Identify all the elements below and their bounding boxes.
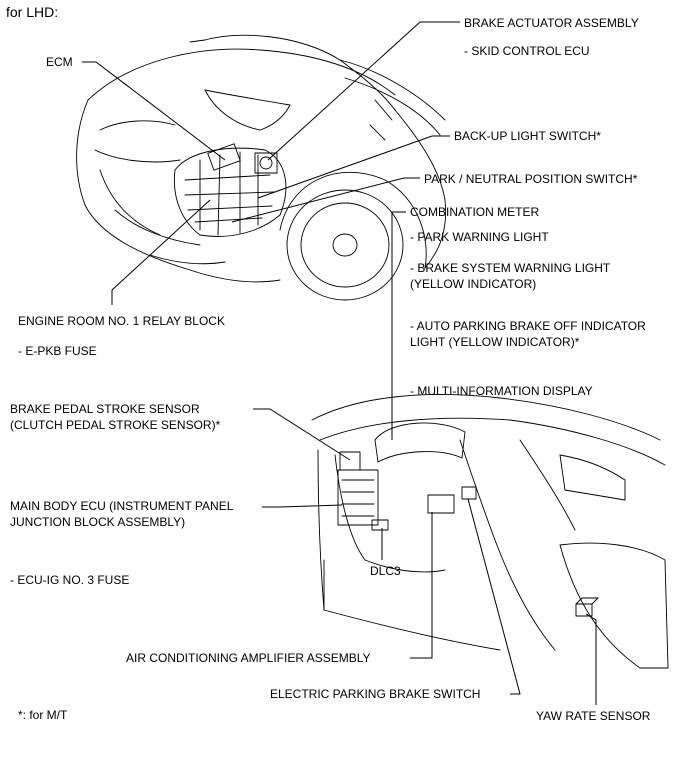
label-engine-room-relay-block: ENGINE ROOM NO. 1 RELAY BLOCK [18, 314, 225, 328]
label-main-body-ecu: MAIN BODY ECU (INSTRUMENT PANEL JUNCTION… [10, 499, 234, 529]
label-backup-light-switch: BACK-UP LIGHT SWITCH* [454, 129, 601, 143]
label-yaw-rate-sensor: YAW RATE SENSOR [536, 709, 651, 723]
label-brake-pedal-stroke-sensor: BRAKE PEDAL STROKE SENSOR (CLUTCH PEDAL … [10, 402, 221, 432]
label-ecm: ECM [46, 55, 73, 69]
label-park-warning-light: - PARK WARNING LIGHT [410, 230, 549, 244]
label-brake-system-warning-light: - BRAKE SYSTEM WARNING LIGHT (YELLOW IND… [410, 261, 611, 291]
label-electric-parking-brake-switch: ELECTRIC PARKING BRAKE SWITCH [270, 687, 481, 701]
label-multi-information-display: - MULTI-INFORMATION DISPLAY [410, 384, 593, 398]
label-air-conditioning-amplifier: AIR CONDITIONING AMPLIFIER ASSEMBLY [126, 651, 371, 665]
label-epkb-fuse: - E-PKB FUSE [18, 344, 97, 358]
label-ecu-ig-no3-fuse: - ECU-IG NO. 3 FUSE [10, 573, 130, 587]
label-auto-parking-brake-off-indicator: - AUTO PARKING BRAKE OFF INDICATOR LIGHT… [410, 319, 646, 349]
label-combination-meter: COMBINATION METER [410, 205, 540, 219]
label-skid-control-ecu: - SKID CONTROL ECU [464, 44, 590, 58]
label-park-neutral-switch: PARK / NEUTRAL POSITION SWITCH* [424, 172, 638, 186]
vehicle-interior-drawing [311, 394, 669, 669]
label-brake-actuator-assembly: BRAKE ACTUATOR ASSEMBLY [464, 16, 639, 30]
diagram-header: for LHD: [6, 4, 59, 20]
footnote: *: for M/T [18, 708, 68, 722]
vehicle-front-drawing [76, 34, 447, 301]
leader-lines [82, 21, 597, 705]
label-dlc3: DLC3 [370, 564, 401, 578]
